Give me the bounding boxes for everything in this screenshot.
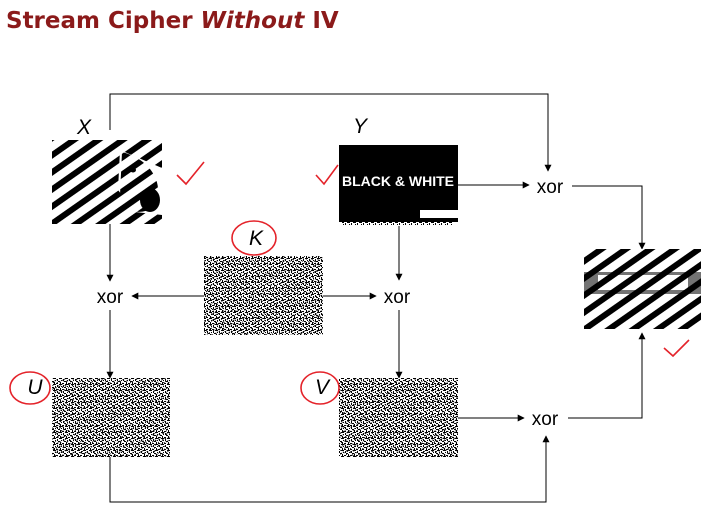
slide-title: Stream Cipher Without IV bbox=[6, 8, 339, 34]
checkmark-icon bbox=[176, 161, 205, 186]
circle-mark-v bbox=[300, 371, 340, 405]
plaintext-y-image: BLACK & WHITE bbox=[339, 145, 458, 225]
checkmark-icon bbox=[315, 164, 339, 186]
circle-mark-u bbox=[9, 371, 51, 405]
xor-bottom-right: xor bbox=[532, 409, 559, 430]
leaked-xor-image bbox=[584, 249, 701, 329]
title-part3: IV bbox=[304, 8, 339, 34]
title-emphasis: Without bbox=[200, 8, 305, 34]
xor-left: xor bbox=[97, 287, 124, 308]
connector-lines bbox=[106, 93, 646, 503]
banner-text: BLACK & WHITE bbox=[342, 173, 454, 189]
checkmark-icon bbox=[663, 339, 690, 358]
title-part1: Stream Cipher bbox=[6, 8, 201, 34]
xor-middle: xor bbox=[384, 287, 411, 308]
label-y: Y bbox=[353, 115, 369, 138]
red-annotations bbox=[9, 161, 690, 405]
label-v: V bbox=[315, 376, 331, 399]
circle-mark-k bbox=[231, 220, 277, 256]
label-k: K bbox=[249, 227, 264, 250]
xor-top-right: xor bbox=[537, 177, 564, 198]
label-x: X bbox=[76, 116, 92, 139]
plaintext-x-image bbox=[52, 140, 162, 224]
label-u: U bbox=[27, 376, 43, 399]
